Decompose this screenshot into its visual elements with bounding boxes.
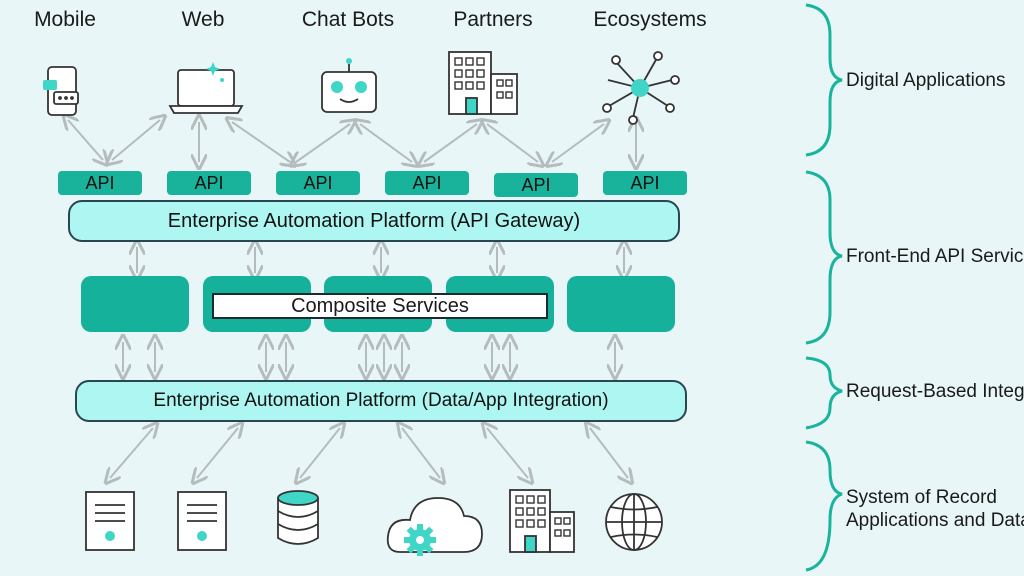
document-icon — [177, 491, 227, 551]
api-gateway-bar: Enterprise Automation Platform (API Gate… — [68, 200, 680, 242]
api-pill: API — [167, 171, 251, 195]
mobile-icon — [43, 66, 79, 116]
laptop-icon — [168, 62, 244, 114]
tier-label-request: Request-Based Integration — [846, 381, 1024, 402]
cloud-gear-icon — [386, 497, 483, 556]
globe-icon — [605, 493, 663, 551]
channel-label-mobile: Mobile — [34, 8, 96, 31]
document-icon — [85, 491, 135, 551]
network-icon — [602, 51, 680, 125]
tier-braces — [805, 3, 843, 572]
tier-label-frontend: Front-End API Services — [846, 246, 1024, 267]
gateway-arrows — [137, 247, 624, 273]
channel-label-web: Web — [181, 8, 225, 31]
channel-label-ecosystems: Ecosystems — [593, 8, 707, 31]
composite-services-bar: Composite Services — [212, 293, 548, 319]
service-block — [81, 276, 189, 332]
bottom-arrows — [110, 428, 628, 478]
building-icon — [509, 489, 575, 553]
integration-bar: Enterprise Automation Platform (Data/App… — [75, 380, 687, 422]
tier-label-system-line2: Applications and Data — [846, 510, 1024, 531]
top-arrows — [68, 120, 636, 162]
integration-arrows — [123, 342, 615, 372]
chatbot-icon — [321, 58, 377, 113]
api-pill: API — [494, 173, 578, 197]
tier-label-system-line1: System of Record — [846, 487, 997, 508]
api-pill: API — [385, 171, 469, 195]
api-pill: API — [58, 171, 142, 195]
tier-label-digital: Digital Applications — [846, 70, 1006, 91]
building-icon — [448, 51, 518, 115]
channel-label-chatbots: Chat Bots — [301, 8, 395, 31]
service-block — [567, 276, 675, 332]
database-icon — [277, 490, 319, 545]
api-pill: API — [276, 171, 360, 195]
api-pill: API — [603, 171, 687, 195]
channel-label-partners: Partners — [453, 8, 533, 31]
